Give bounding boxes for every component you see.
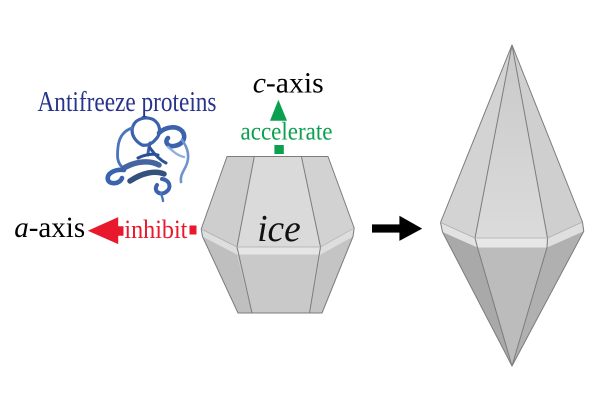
svg-text:accelerate: accelerate [241,119,333,146]
svg-text:Antifreeze proteins: Antifreeze proteins [38,87,217,118]
svg-text:a-axis: a-axis [14,211,85,244]
svg-text:c-axis: c-axis [253,67,324,100]
svg-text:ice: ice [257,208,301,250]
svg-text:inhibit: inhibit [124,215,188,244]
